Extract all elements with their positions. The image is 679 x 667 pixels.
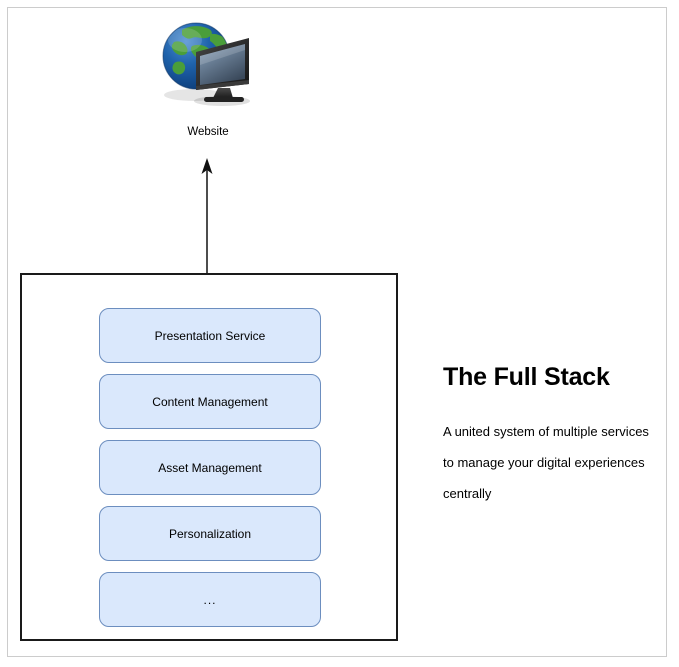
service-box-label: Personalization [168, 526, 252, 541]
website-node: Website [152, 12, 264, 138]
page-border [7, 7, 667, 657]
service-box-more[interactable]: ... [99, 572, 321, 627]
copy-body: A united system of multiple services to … [443, 424, 649, 501]
service-box-label: Content Management [152, 394, 268, 409]
service-box-label: Asset Management [158, 460, 262, 475]
service-box-label: ... [203, 592, 217, 607]
full-stack-container: Presentation Service Content Management … [20, 273, 398, 641]
service-box-presentation-service[interactable]: Presentation Service [99, 308, 321, 363]
website-globe-monitor-icon [152, 12, 264, 112]
service-list: Presentation Service Content Management … [99, 308, 321, 627]
service-box-asset-management[interactable]: Asset Management [99, 440, 321, 495]
copy-title: The Full Stack [443, 363, 610, 391]
copy-block: The Full Stack A united system of multip… [443, 362, 655, 509]
service-box-label: Presentation Service [154, 328, 266, 343]
website-node-label: Website [187, 126, 229, 138]
service-box-personalization[interactable]: Personalization [99, 506, 321, 561]
arrow-up-icon [192, 155, 222, 280]
service-box-content-management[interactable]: Content Management [99, 374, 321, 429]
